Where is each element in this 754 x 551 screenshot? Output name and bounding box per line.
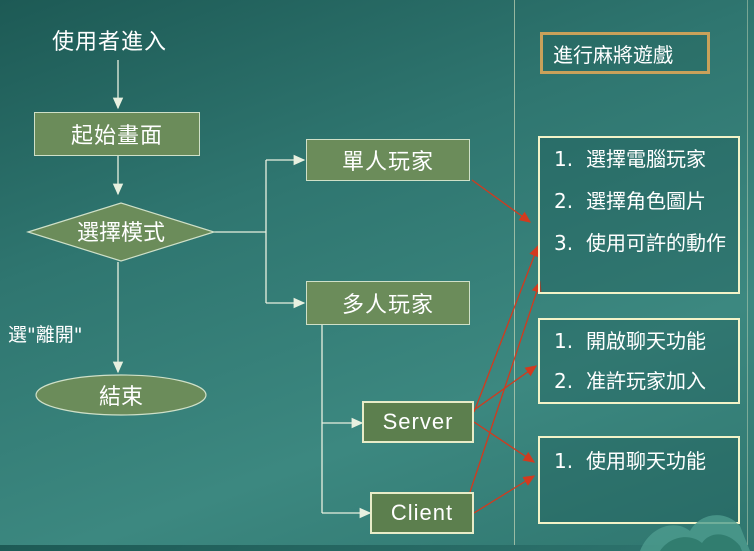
single-player-label: 單人玩家	[341, 150, 434, 175]
server-label: Server	[382, 409, 454, 434]
server-option-1-num: 1.	[554, 329, 574, 353]
single-option-2-num: 2.	[554, 189, 574, 213]
start-screen-box: 起始畫面	[34, 112, 200, 156]
client-option-1-num: 1.	[554, 449, 574, 473]
single-options-panel: 1. 選擇電腦玩家 2. 選擇角色圖片 3. 使用可許的動作	[538, 136, 740, 294]
single-option-1-text: 選擇電腦玩家	[586, 147, 706, 171]
server-option-2: 2. 准許玩家加入	[554, 368, 730, 394]
slide-divider-line	[514, 0, 515, 545]
end-label: 結束	[98, 385, 143, 410]
decorative-flower-icon	[640, 515, 750, 551]
red-arrow-single-to-panel	[471, 179, 532, 223]
single-option-1: 1. 選擇電腦玩家	[554, 146, 730, 172]
red-arrow-server-to-server-panel	[473, 365, 538, 411]
red-arrow-client-to-client-panel	[473, 475, 536, 514]
single-option-1-num: 1.	[554, 147, 574, 171]
panel-title-box: 進行麻將遊戲	[540, 32, 710, 74]
server-options-panel: 1. 開啟聊天功能 2. 准許玩家加入	[538, 318, 740, 404]
server-option-2-num: 2.	[554, 369, 574, 393]
multi-player-box: 多人玩家	[306, 281, 470, 325]
single-option-3-num: 3.	[554, 231, 574, 255]
start-text: 使用者進入	[52, 30, 168, 55]
slide-divider-line-right	[747, 0, 748, 545]
client-label: Client	[390, 500, 454, 525]
client-options-panel: 1. 使用聊天功能	[538, 436, 740, 524]
client-option-1: 1. 使用聊天功能	[554, 448, 730, 474]
multi-player-label: 多人玩家	[341, 293, 434, 318]
single-option-2-text: 選擇角色圖片	[586, 189, 706, 213]
client-option-1-text: 使用聊天功能	[586, 449, 706, 473]
server-option-1-text: 開啟聊天功能	[586, 329, 706, 353]
server-option-2-text: 准許玩家加入	[586, 369, 706, 393]
red-arrow-client-to-single-3	[469, 280, 542, 493]
single-player-box: 單人玩家	[306, 139, 470, 181]
server-option-1: 1. 開啟聊天功能	[554, 328, 730, 354]
panel-title: 進行麻將遊戲	[553, 42, 673, 67]
red-arrow-server-to-client-panel	[473, 421, 536, 463]
single-option-2: 2. 選擇角色圖片	[554, 188, 730, 214]
select-mode-label: 選擇模式	[76, 221, 165, 246]
start-screen-label: 起始畫面	[70, 124, 163, 149]
single-option-3: 3. 使用可許的動作	[554, 230, 730, 256]
server-box: Server	[362, 401, 474, 443]
client-box: Client	[370, 492, 474, 534]
exit-label: 選"離開"	[8, 324, 83, 346]
red-arrow-server-to-single-2	[473, 244, 540, 413]
single-option-3-text: 使用可許的動作	[586, 231, 726, 255]
